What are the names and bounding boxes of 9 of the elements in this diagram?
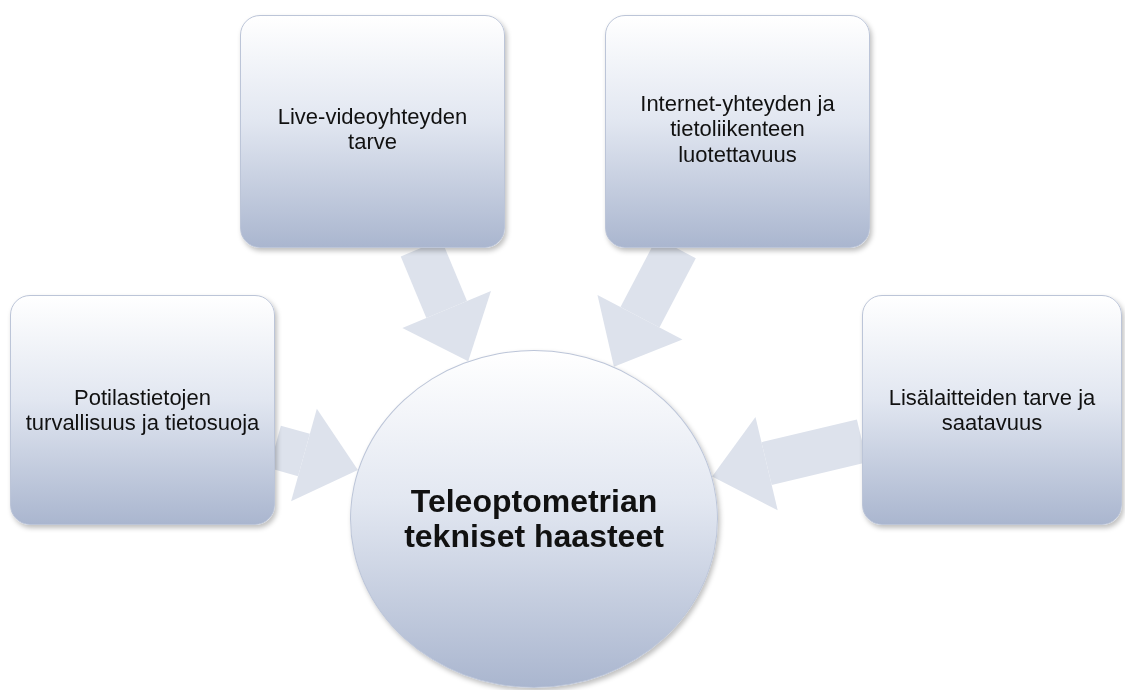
box-label: Live-videoyhteyden tarve [276, 104, 469, 155]
rounded-box [605, 15, 870, 248]
box-label: Potilastietojen turvallisuus ja tietosuoja [24, 384, 261, 436]
center-label: Teleoptometrian tekniset haasteet [403, 483, 665, 555]
rounded-box [240, 15, 505, 248]
rounded-box [10, 295, 275, 525]
box-label: Lisälaitteiden tarve ja saatavuus [887, 384, 1097, 436]
rounded-box [862, 295, 1122, 525]
box-label: Internet-yhteyden ja tietoliikenteen luotettavuus [639, 91, 836, 167]
